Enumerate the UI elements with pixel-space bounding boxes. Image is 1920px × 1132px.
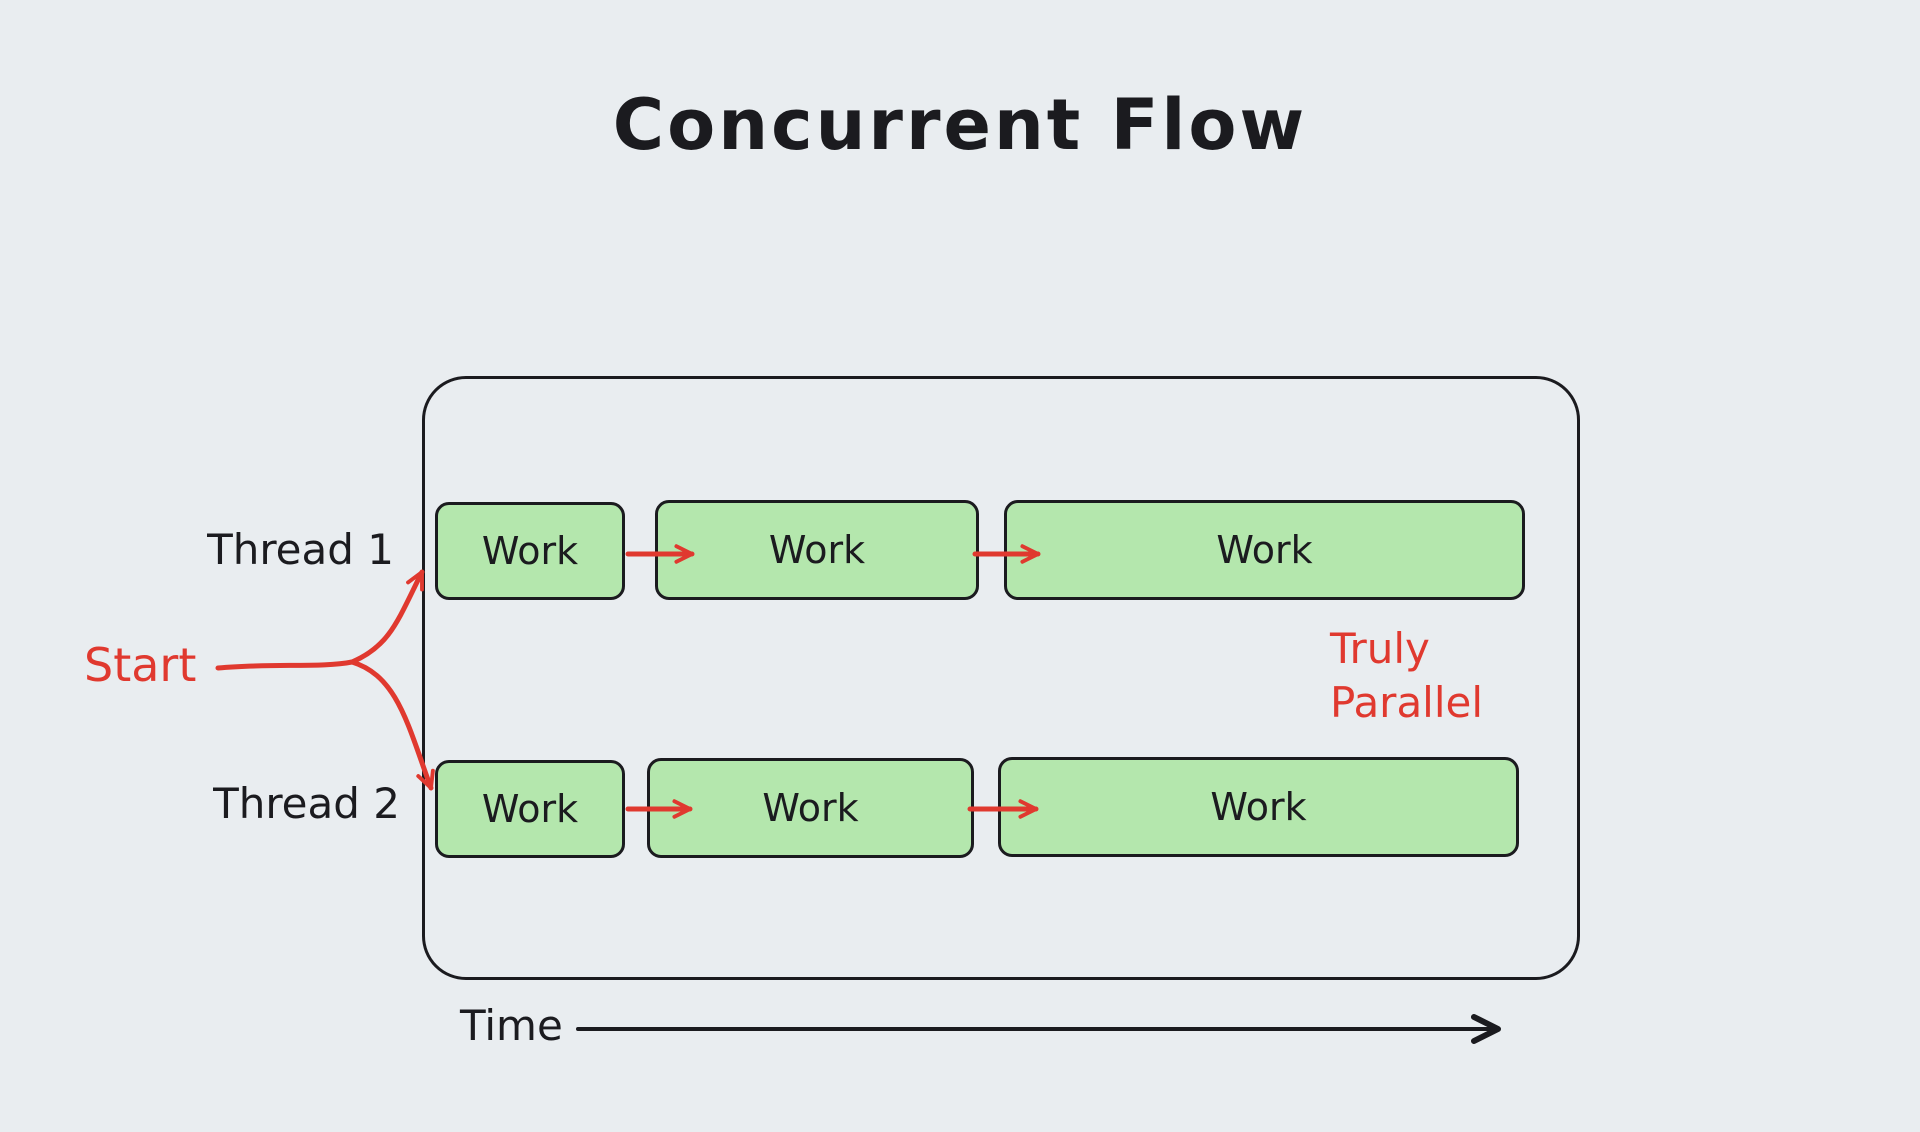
thread-1-work-box-2: Work xyxy=(655,500,979,600)
work-box-label: Work xyxy=(481,787,579,831)
thread-2-work-box-1: Work xyxy=(435,760,625,858)
work-box-label: Work xyxy=(481,529,579,573)
thread-1-label: Thread 1 xyxy=(207,525,394,574)
work-box-label: Work xyxy=(762,786,859,830)
thread-2-work-box-2: Work xyxy=(647,758,974,858)
truly-parallel-line-1: Truly xyxy=(1330,624,1430,673)
start-arrow-to-thread-2-icon xyxy=(349,659,435,791)
start-arrow-stem-icon xyxy=(215,659,355,671)
thread-1-work-box-1: Work xyxy=(435,502,625,600)
time-axis-label: Time xyxy=(460,1001,563,1050)
start-arrow-to-thread-1-icon xyxy=(349,569,425,665)
start-label: Start xyxy=(84,638,197,692)
truly-parallel-label: Truly Parallel xyxy=(1330,622,1483,730)
work-box-label: Work xyxy=(768,528,866,572)
work-box-label: Work xyxy=(1210,785,1307,829)
work-box-label: Work xyxy=(1216,528,1313,572)
diagram-title: Concurrent Flow xyxy=(612,84,1308,166)
truly-parallel-line-2: Parallel xyxy=(1330,678,1484,727)
thread-1-work-box-3: Work xyxy=(1004,500,1525,600)
thread-2-label: Thread 2 xyxy=(213,779,400,828)
thread-2-work-box-3: Work xyxy=(998,757,1519,857)
